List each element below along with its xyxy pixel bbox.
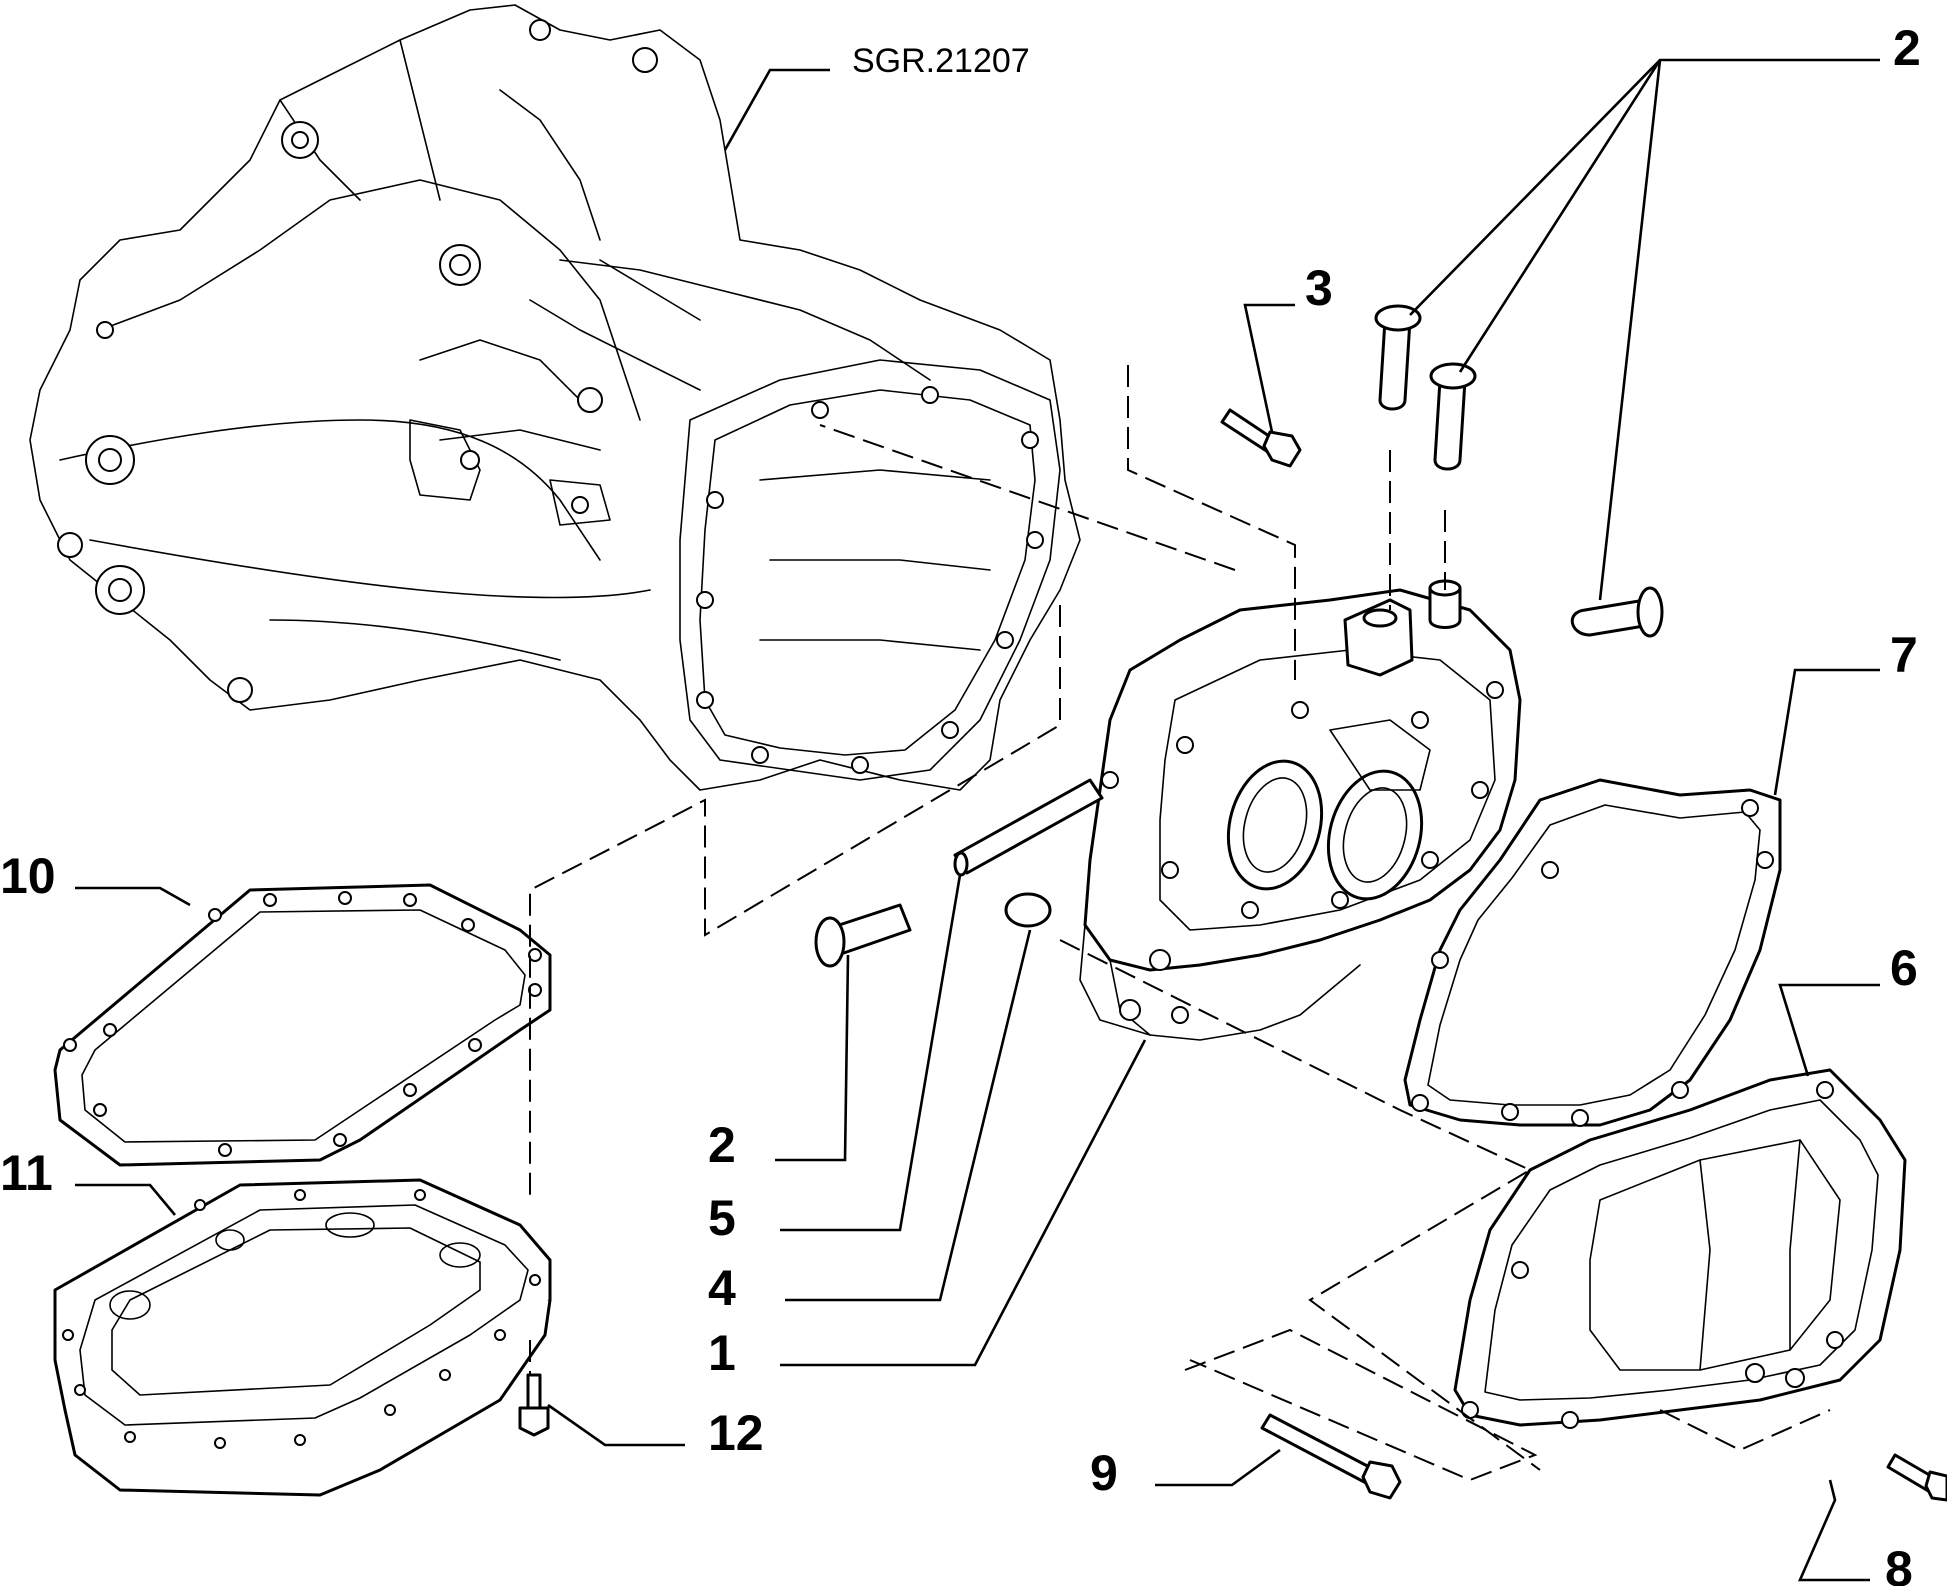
dowel-pin-5 xyxy=(953,778,1104,877)
gearbox-casing xyxy=(29,4,1081,791)
plug-2-upper-b xyxy=(1429,362,1477,471)
callout-leaders xyxy=(75,58,1880,1582)
callout-10: 10 xyxy=(0,848,56,904)
callout-5: 5 xyxy=(708,1190,736,1246)
oil-pan-gasket-10 xyxy=(53,883,552,1167)
plug-2-right xyxy=(1571,586,1664,638)
gearbox-end-housing xyxy=(1079,579,1522,1041)
assembly-guide-lines xyxy=(529,365,1831,1482)
reference-code-label: SGR.21207 xyxy=(852,42,1030,80)
plug-2-upper-a xyxy=(1374,304,1422,411)
gasket-7 xyxy=(1403,778,1782,1127)
callout-12: 12 xyxy=(708,1405,764,1461)
callout-3: 3 xyxy=(1305,260,1333,316)
bolt-3 xyxy=(1220,408,1302,468)
oil-pan-11 xyxy=(53,1178,552,1497)
callout-2-left: 2 xyxy=(708,1117,736,1173)
cap-plug-4 xyxy=(1004,892,1052,928)
callout-9: 9 xyxy=(1090,1445,1118,1501)
bolt-8 xyxy=(1886,1453,1947,1502)
callout-1: 1 xyxy=(708,1325,736,1381)
callout-11: 11 xyxy=(0,1145,53,1201)
callout-4: 4 xyxy=(708,1260,736,1316)
callout-2-top: 2 xyxy=(1893,20,1921,76)
bolt-9 xyxy=(1260,1413,1402,1500)
end-cover-6 xyxy=(1453,1068,1907,1429)
callout-6: 6 xyxy=(1890,940,1918,996)
plug-2-left xyxy=(814,903,912,968)
callout-7: 7 xyxy=(1890,627,1918,683)
callout-8: 8 xyxy=(1885,1541,1913,1586)
screw-12 xyxy=(518,1373,550,1437)
